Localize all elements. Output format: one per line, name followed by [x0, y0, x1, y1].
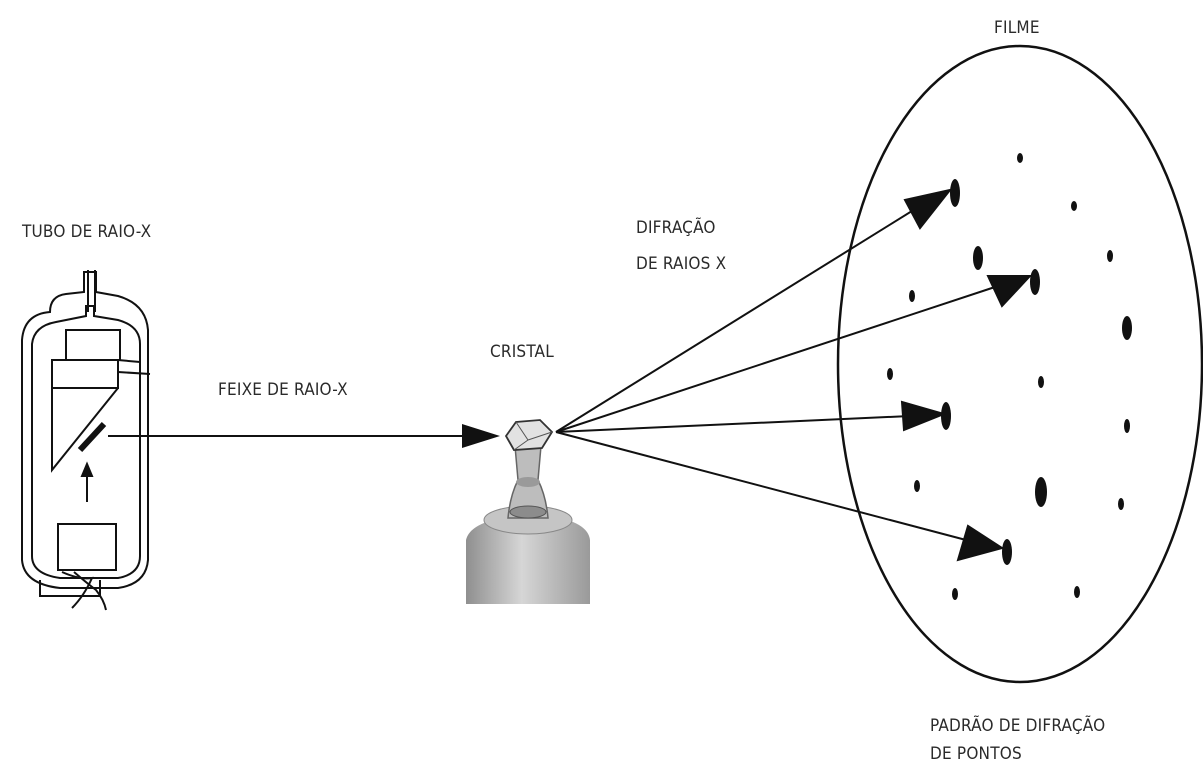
diffraction-spot	[1002, 539, 1012, 565]
beam-label: FEIXE DE RAIO-X	[218, 380, 348, 400]
beam-arrowhead	[462, 424, 500, 448]
ray-2-arrowhead	[986, 275, 1033, 308]
diffraction-spot	[950, 179, 960, 207]
diffraction-spot	[1107, 250, 1113, 262]
diffracted-ray-4	[555, 431, 967, 541]
diffraction-spot	[1038, 376, 1044, 388]
diffraction-spot	[887, 368, 893, 380]
diffraction-spots	[887, 153, 1132, 600]
diffraction-spot	[1030, 269, 1040, 295]
crystal-label: CRISTAL	[490, 342, 554, 362]
diffracted-ray-3	[555, 415, 911, 433]
diffraction-label-line1: DIFRAÇÃO	[636, 218, 716, 238]
diffracted-ray-2	[555, 285, 999, 433]
diffraction-spot	[952, 588, 958, 600]
diffraction-spot	[914, 480, 920, 492]
diffraction-spot	[941, 402, 951, 430]
xray-tube-icon	[21, 270, 151, 611]
ray-4-arrowhead	[956, 524, 1005, 562]
diffracted-ray-1	[555, 205, 921, 433]
film-label: FILME	[994, 18, 1040, 38]
diffraction-spot	[1035, 477, 1047, 507]
ray-1-arrowhead	[903, 188, 953, 230]
diffraction-label-line2: DE RAIOS X	[636, 254, 727, 274]
diffraction-spot	[1118, 498, 1124, 510]
film-ellipse	[836, 44, 1203, 684]
crystal-mount-icon	[466, 419, 590, 604]
diffraction-spot	[1074, 586, 1080, 598]
pattern-label-line1: PADRÃO DE DIFRAÇÃO	[930, 716, 1106, 736]
diffraction-spot	[1122, 316, 1132, 340]
diffraction-spot	[973, 246, 983, 270]
diffraction-spot	[1017, 153, 1023, 163]
tube-label: TUBO DE RAIO-X	[22, 222, 152, 242]
diffraction-spot	[1124, 419, 1130, 433]
diffraction-spot	[1071, 201, 1077, 211]
pattern-label-line2: DE PONTOS	[930, 744, 1022, 764]
diffraction-spot	[909, 290, 915, 302]
diffracted-rays	[555, 188, 1033, 562]
ray-3-arrowhead	[900, 400, 948, 432]
